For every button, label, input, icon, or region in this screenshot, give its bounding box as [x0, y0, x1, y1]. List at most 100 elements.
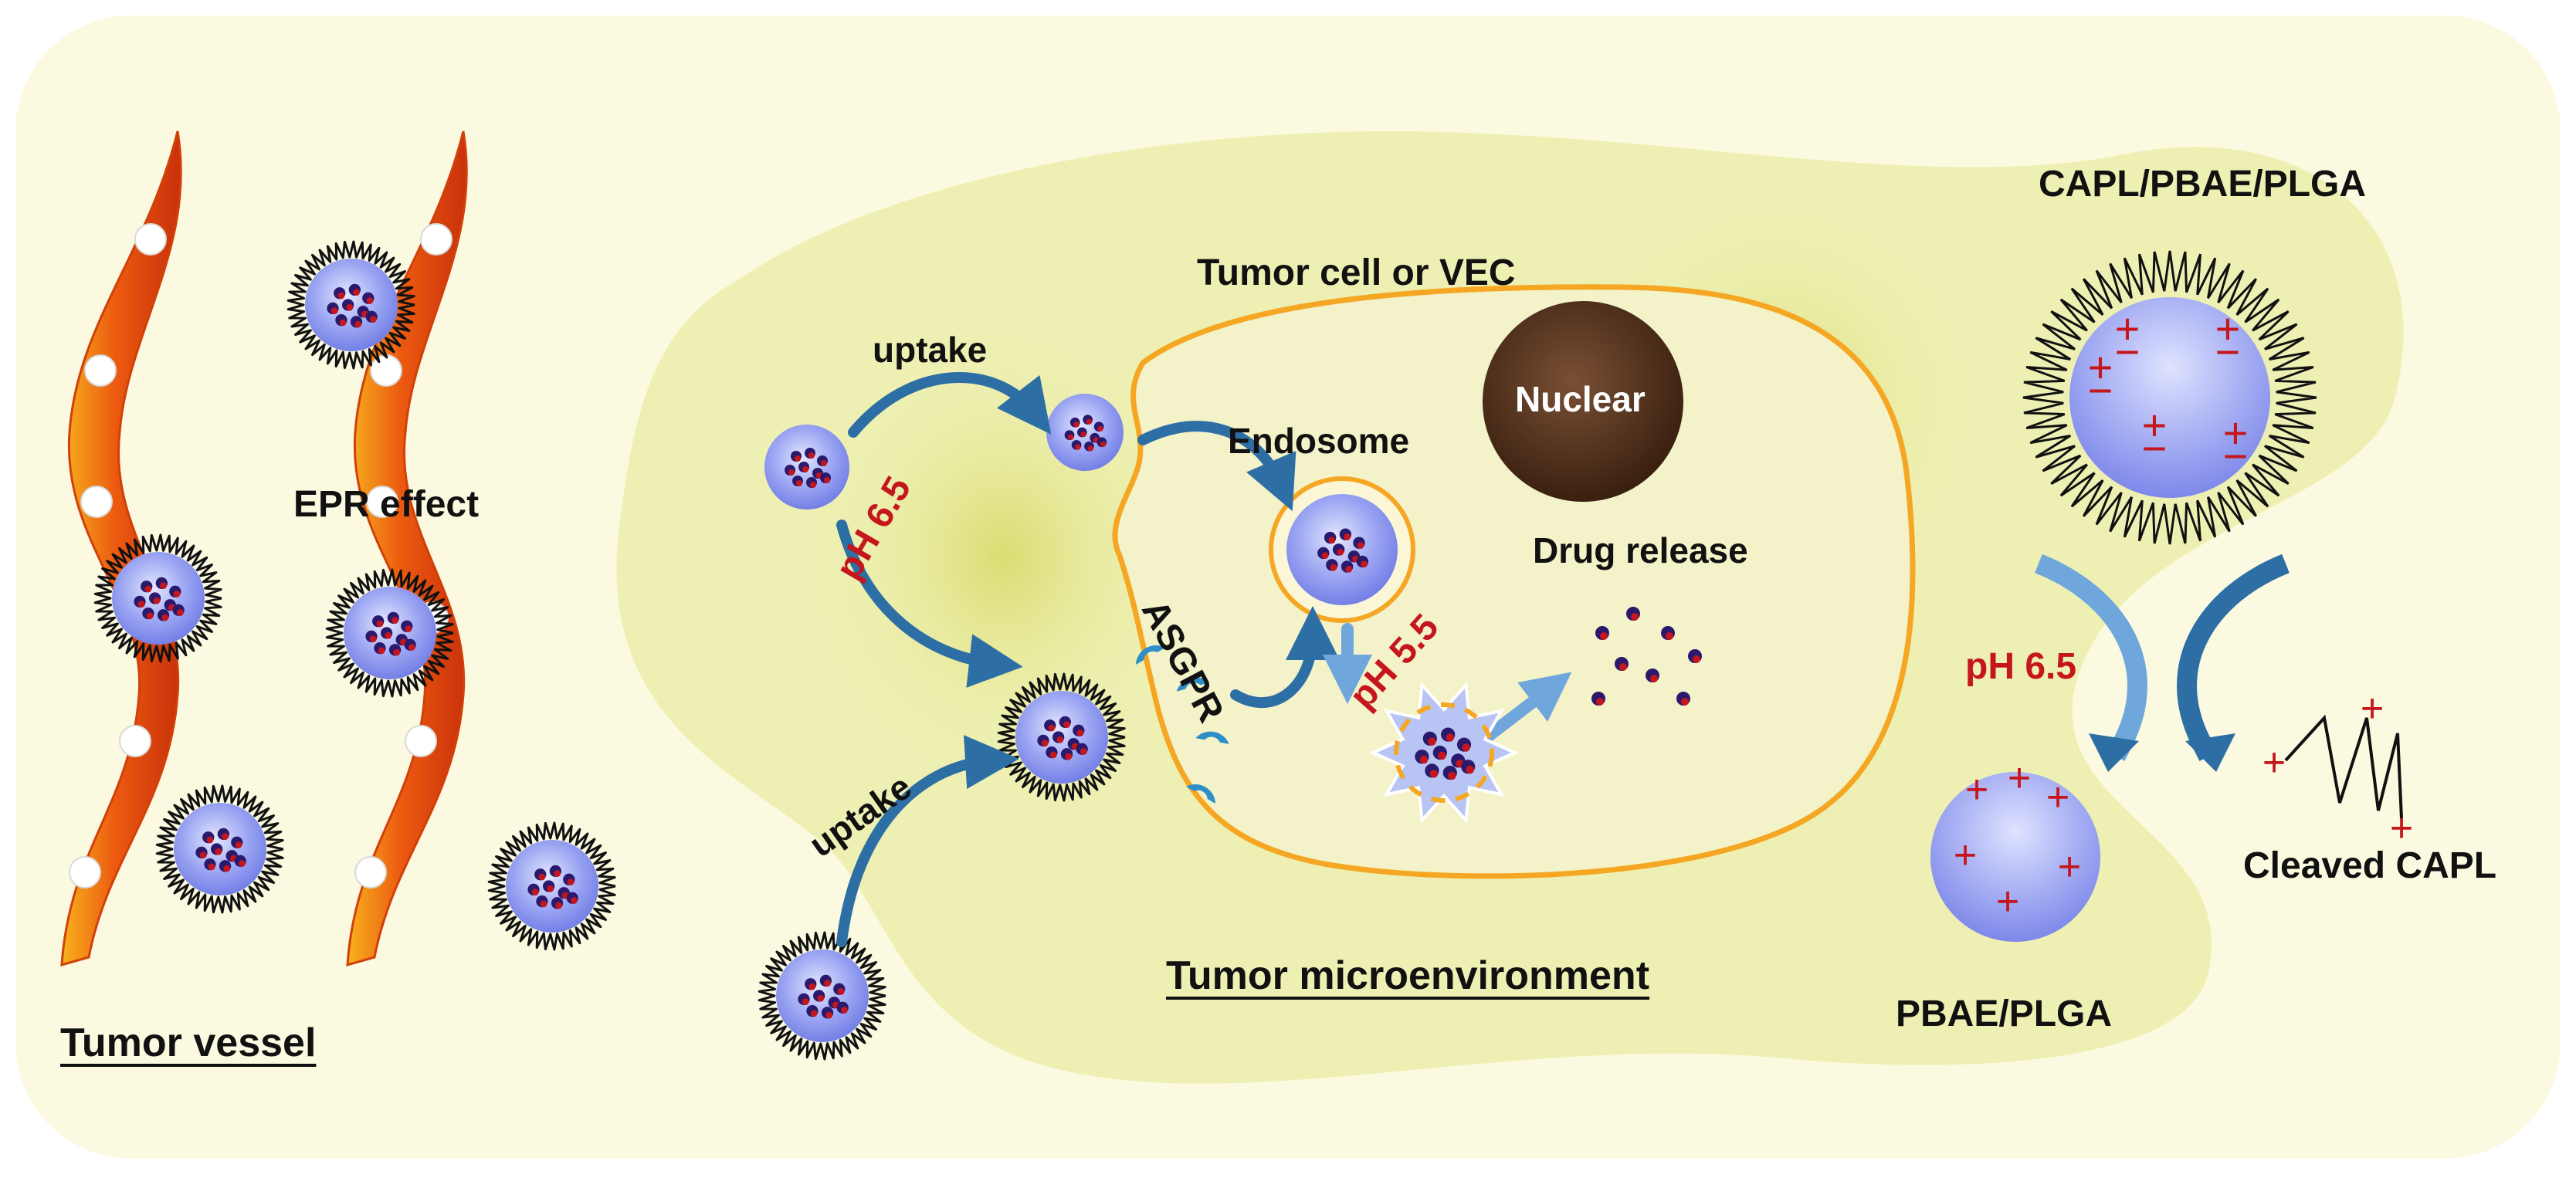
- np-vessel-2-drug-core-7: [161, 614, 169, 621]
- tumor-vessel-right-wall: [346, 130, 468, 967]
- pbae-plga-label: PBAE/PLGA: [1896, 994, 2113, 1034]
- np-vessel-2-drug-core-6: [146, 612, 154, 620]
- np-vessel-4-drug-core-7: [223, 865, 231, 872]
- np-bound-1-drug-core-0: [1073, 421, 1080, 428]
- capl-plus-2: +: [2088, 343, 2113, 391]
- arrow-uptake-bottom: [836, 735, 1019, 947]
- np-vessel-1-drug-core-2: [366, 297, 374, 304]
- nuclear-label: Nuclear: [1515, 379, 1646, 419]
- ruptured-endosome-membrane: [1394, 702, 1494, 803]
- np-asgpr-drug-core-1: [1063, 721, 1070, 728]
- asgpr-receptor-2: [1195, 731, 1229, 744]
- capl-plus-0: +: [2115, 304, 2140, 353]
- endosome-np-drug-core-2: [1357, 542, 1364, 549]
- np-vessel-2-drug-core-3: [137, 601, 145, 608]
- capl-pbae-plga-label: CAPL/PBAE/PLGA: [2039, 164, 2367, 205]
- ruptured-endosome-drug-core-1: [1446, 733, 1455, 742]
- np-incoming-drug-core-0: [808, 983, 816, 990]
- np-vessel-4-corona: [155, 784, 284, 914]
- np-bound-1-drug-core-8: [1100, 441, 1107, 448]
- ruptured-endosome-drug-core-6: [1429, 770, 1439, 778]
- pbae-plus-1: +: [2008, 756, 2031, 801]
- capl-plus-4: +: [2223, 408, 2249, 457]
- released-drug-core-5: [1693, 655, 1700, 663]
- np-asgpr-drug-core-8: [1080, 748, 1087, 755]
- cleaved-capl-strand: +++: [2262, 686, 2413, 851]
- np-bound-1-drug-core-1: [1086, 418, 1093, 425]
- np-free-1-drug-core-8: [824, 477, 830, 483]
- np-vessel-5-drug-core-7: [555, 902, 563, 909]
- np-incoming-corona: [758, 931, 886, 1061]
- np-bound-1-drug-core-7: [1087, 445, 1093, 452]
- pbae-plus-2: +: [2046, 775, 2069, 820]
- np-asgpr-drug-core-3: [1041, 740, 1049, 746]
- released-drug-core-1: [1631, 613, 1639, 621]
- released-drug-core-0: [1600, 632, 1608, 640]
- capl-minus-0: −: [2115, 327, 2140, 376]
- np-vessel-2-drug-core-8: [177, 609, 184, 616]
- np-incoming-drug-core-4: [817, 994, 825, 1002]
- pbae-plus-5: +: [1996, 879, 2019, 924]
- np-vessel-1: [286, 240, 415, 370]
- np-free-1-drug-core-7: [810, 482, 816, 488]
- np-free-1-drug-core-6: [796, 480, 802, 486]
- np-vessel-2-drug-core-1: [160, 582, 167, 589]
- asgpr-receptor-1: [1176, 677, 1210, 692]
- np-free-1-drug-core-0: [795, 455, 801, 462]
- arrow-ph-left: [836, 520, 1023, 688]
- np-bound-1-drug-core-2: [1097, 425, 1103, 432]
- np-vessel-5: [487, 821, 616, 951]
- cleave-arrow-left-body: [2035, 553, 2147, 761]
- np-vessel-2-corona: [93, 533, 222, 663]
- np-vessel-4-drug-core-3: [199, 851, 207, 858]
- np-vessel-1-drug-core-7: [354, 320, 362, 328]
- np-free-1-drug-core-3: [788, 469, 795, 476]
- np-free-1: [764, 425, 849, 509]
- np-vessel-5-drug-core-0: [538, 873, 546, 881]
- np-incoming-drug-core-1: [824, 980, 831, 987]
- tumor-vessel-left-wall: [60, 130, 182, 967]
- np-bound-1-drug-core-6: [1075, 444, 1081, 450]
- capl-minus-2: −: [2088, 366, 2113, 415]
- np-vessel-1-drug-core-4: [346, 303, 354, 311]
- drug-release-label: Drug release: [1533, 530, 1748, 570]
- released-drug-core-4: [1650, 675, 1658, 682]
- np-vessel-2-drug-core-2: [173, 591, 181, 597]
- np-vessel-3-drug-core-8: [408, 644, 415, 651]
- cleaved-plus-0: +: [2262, 740, 2286, 785]
- released-drug-core-6: [1596, 698, 1604, 706]
- np-vessel-1-corona: [286, 240, 415, 370]
- np-bound-1-drug-core-3: [1068, 434, 1074, 440]
- tumor-vessel-right-cell-1: [370, 354, 402, 387]
- np-vessel-3-drug-core-7: [393, 648, 401, 656]
- np-vessel-5-drug-core-3: [531, 889, 539, 895]
- capl-minus-3: −: [2142, 424, 2168, 472]
- np-incoming-drug-core-8: [841, 1007, 848, 1014]
- np-vessel-5-drug-core-6: [540, 900, 547, 908]
- tumor-vessel-left-cell-1: [84, 354, 117, 387]
- cleaved-capl-zigzag: [2284, 714, 2403, 819]
- np-incoming: [758, 931, 886, 1061]
- np-vessel-2: [93, 533, 222, 663]
- pbae-core: [1930, 772, 2100, 942]
- cleaved-plus-1: +: [2361, 686, 2384, 731]
- np-vessel-4-drug-core-4: [215, 848, 222, 855]
- np-vessel-3-drug-core-0: [376, 620, 384, 628]
- tumor-vessel-left-cell-4: [119, 725, 151, 757]
- ruptured-endosome-drug-core-8: [1466, 765, 1475, 774]
- np-vessel-5-drug-core-4: [547, 885, 554, 892]
- np-vessel-3-drug-core-4: [385, 631, 392, 639]
- released-drug-core-3: [1619, 663, 1627, 671]
- np-free-1-drug-core-4: [802, 466, 808, 472]
- endosome-np-drug-core-6: [1330, 564, 1337, 571]
- cleave-arrow-right-body: [2177, 553, 2290, 761]
- endosome-label: Endosome: [1228, 421, 1410, 461]
- np-vessel-5-corona: [487, 821, 616, 951]
- np-asgpr-drug-core-2: [1076, 729, 1084, 736]
- ruptured-endosome: [1369, 681, 1519, 824]
- np-asgpr-drug-core-6: [1049, 751, 1057, 759]
- tumor-vessel-right-cell-4: [405, 725, 437, 757]
- np-incoming-drug-core-6: [810, 1010, 818, 1017]
